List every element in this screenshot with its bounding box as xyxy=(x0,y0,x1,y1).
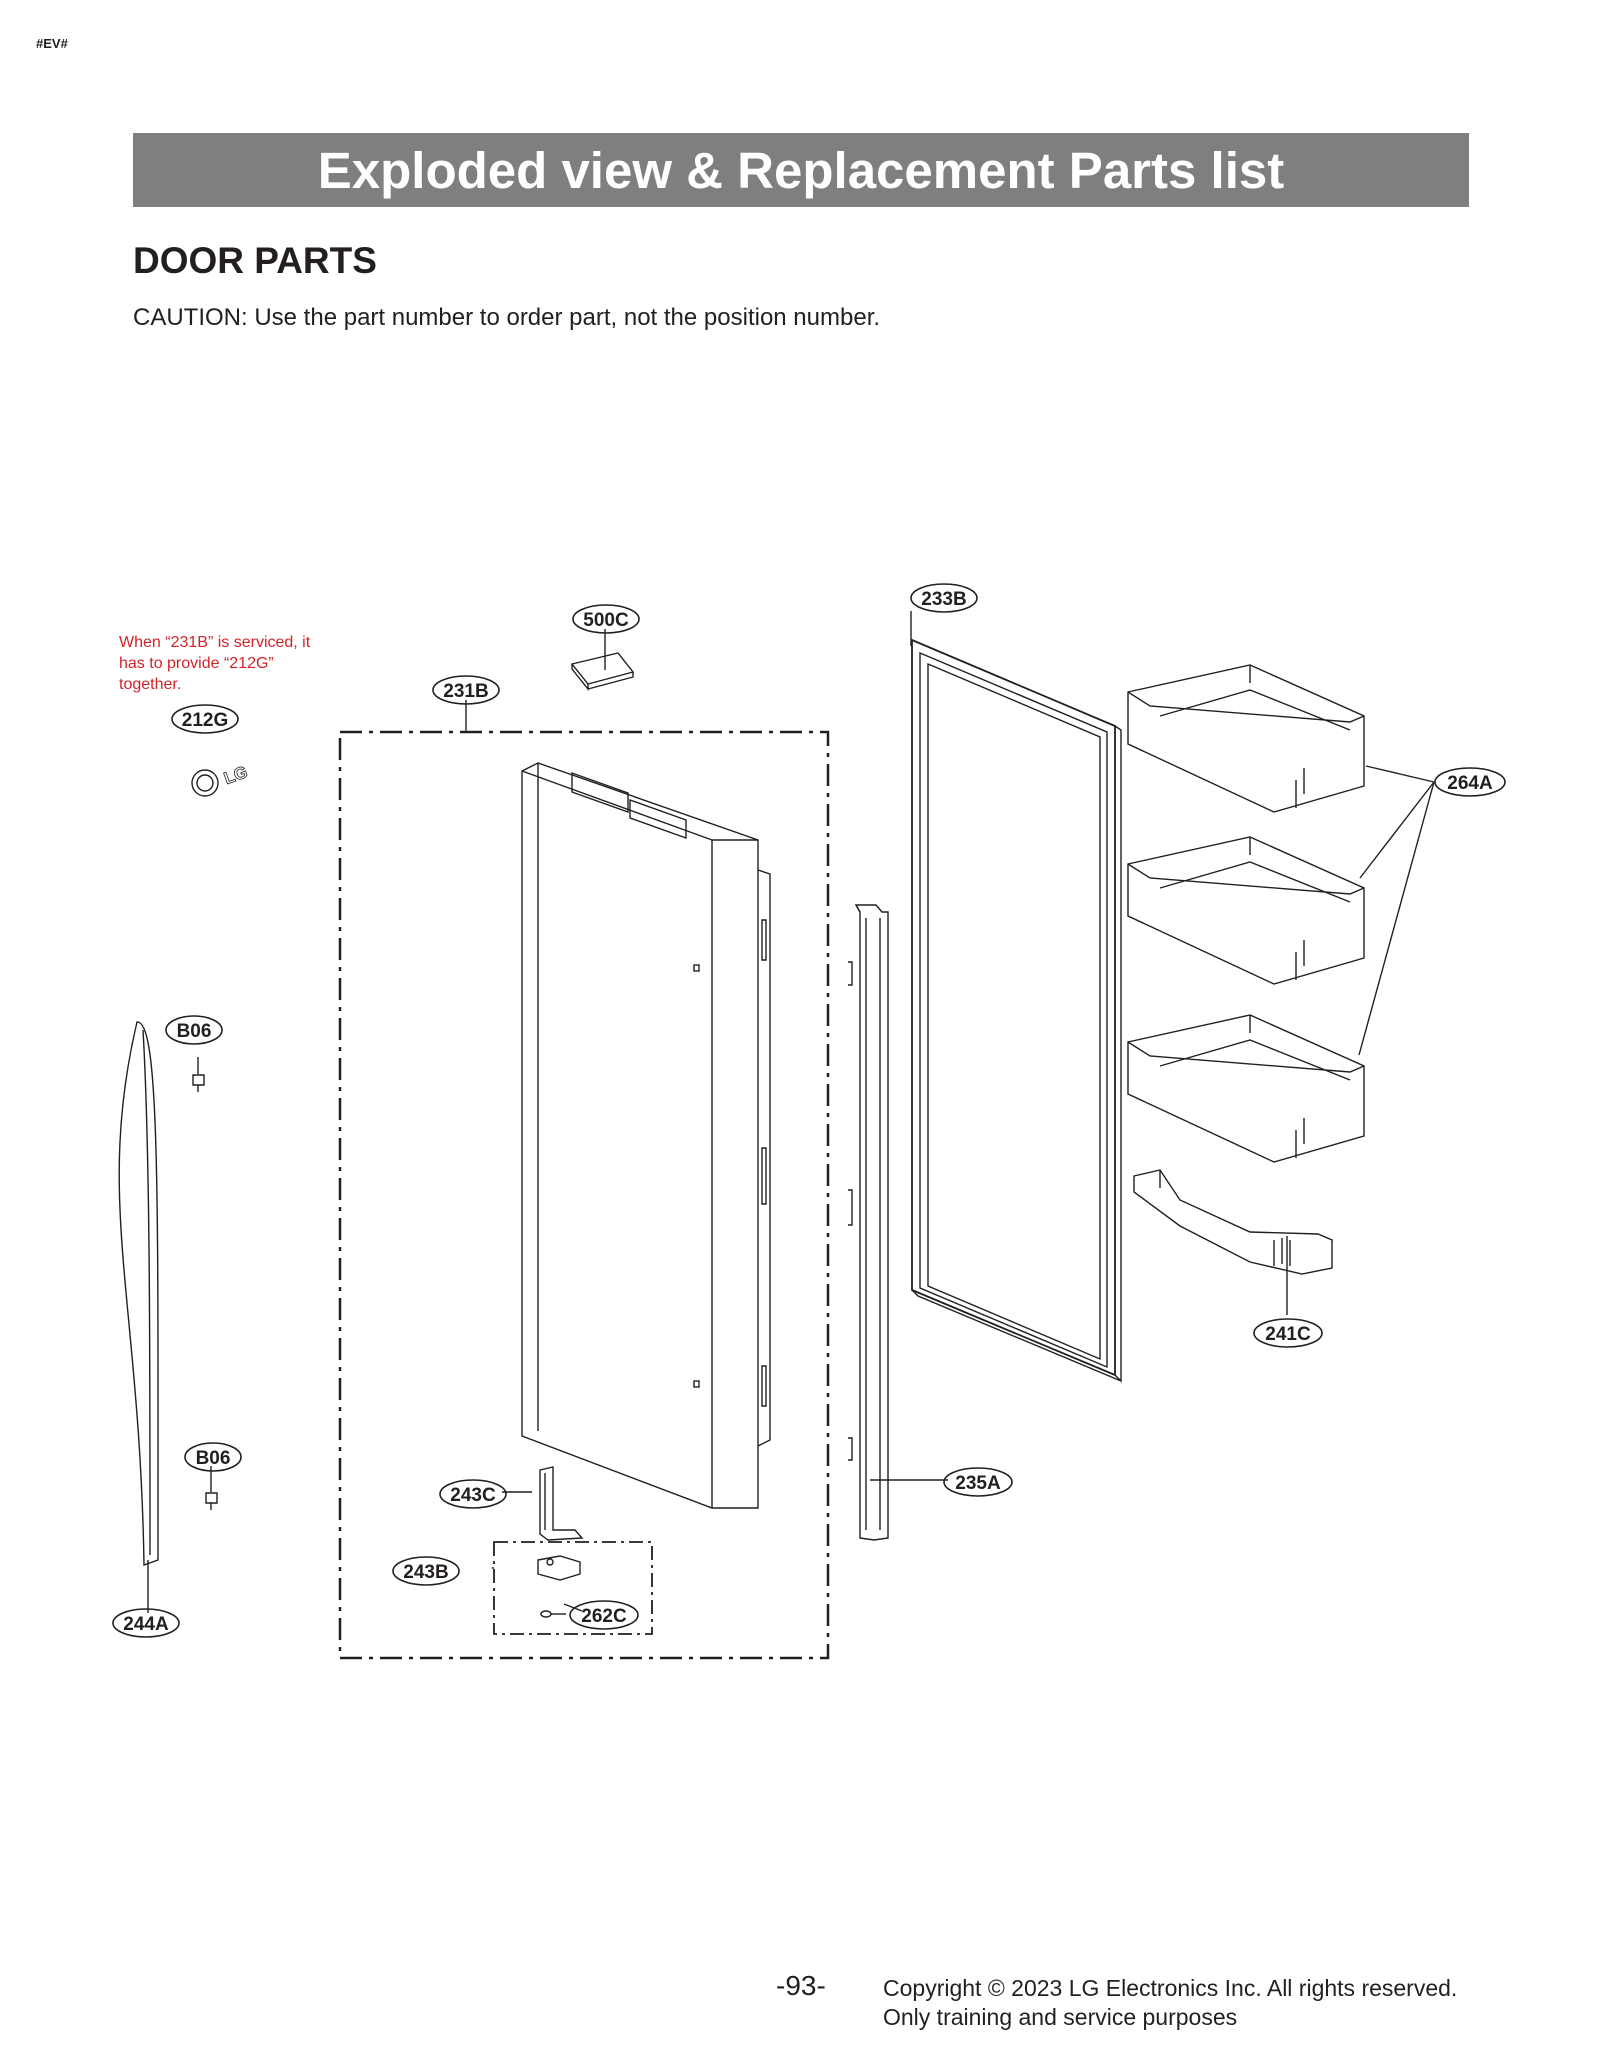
callout-262c xyxy=(569,1600,639,1630)
callout-label-244a: 244A xyxy=(123,1614,169,1635)
service-note: When “231B” is serviced, it has to provi… xyxy=(119,634,311,693)
screw-b06-lower xyxy=(205,1492,218,1510)
callout-label-243c: 243C xyxy=(450,1485,496,1506)
callout-244a xyxy=(112,1608,180,1638)
callout-b06-upper xyxy=(165,1015,223,1045)
screw-b06-upper xyxy=(192,1074,205,1092)
caution-text: CAUTION: Use the part number to order pa… xyxy=(133,304,881,331)
callout-b06-lower xyxy=(184,1442,242,1472)
callout-label-231b: 231B xyxy=(443,681,488,702)
callout-label-b06-lower: B06 xyxy=(196,1448,231,1469)
callout-label-233b: 233B xyxy=(921,589,966,610)
door-assembly-frame xyxy=(338,730,830,1660)
copyright-line-2: Only training and service purposes xyxy=(883,2004,1238,2030)
callout-264a xyxy=(1434,767,1506,797)
leader-lines xyxy=(147,611,1435,1613)
copyright-notice: Copyright © 2023 LG Electronics Inc. All… xyxy=(883,1974,1457,2032)
section-title: DOOR PARTS xyxy=(133,240,377,281)
callout-label-241c: 241C xyxy=(1265,1324,1311,1345)
callout-243c xyxy=(439,1479,507,1509)
callout-label-264a: 264A xyxy=(1447,773,1493,794)
callout-label-243b: 243B xyxy=(403,1562,448,1583)
callout-233b xyxy=(910,583,978,613)
hinge-cap-243b xyxy=(537,1555,581,1581)
page-tag: #EV# xyxy=(36,36,68,51)
door-bin-3 xyxy=(1127,1014,1365,1163)
hinge-subassembly-frame xyxy=(493,1541,653,1635)
handle-244a xyxy=(118,1021,159,1566)
callout-243b xyxy=(392,1556,460,1586)
lg-logo-text: LG xyxy=(221,762,250,788)
callout-label-500c: 500C xyxy=(583,610,629,631)
door-bin-1 xyxy=(1127,664,1365,813)
strip-235a xyxy=(848,904,889,1541)
callout-label-b06-upper: B06 xyxy=(177,1021,212,1042)
hinge-bracket-243c xyxy=(539,1466,584,1541)
door-bin-2 xyxy=(1127,836,1365,985)
small-bin-241c xyxy=(1133,1169,1333,1275)
pin-262c xyxy=(540,1610,566,1618)
callout-231b xyxy=(432,675,500,705)
door-231b xyxy=(521,762,771,1509)
lg-emblem-212g xyxy=(191,769,219,797)
gasket-233b xyxy=(911,638,1122,1383)
page-banner: Exploded view & Replacement Parts list xyxy=(133,133,1469,207)
callout-label-262c: 262C xyxy=(581,1606,627,1627)
page-title: Exploded view & Replacement Parts list xyxy=(317,141,1285,199)
callout-212g xyxy=(171,704,239,734)
page-number: -93- xyxy=(776,1970,826,2001)
callout-label-212g: 212G xyxy=(182,710,228,731)
callout-235a xyxy=(943,1467,1013,1497)
copyright-line-1: Copyright © 2023 LG Electronics Inc. All… xyxy=(883,1975,1458,2001)
callout-241c xyxy=(1253,1318,1323,1348)
callout-label-235a: 235A xyxy=(955,1473,1001,1494)
cover-500c xyxy=(570,652,635,691)
callout-500c xyxy=(572,604,640,634)
